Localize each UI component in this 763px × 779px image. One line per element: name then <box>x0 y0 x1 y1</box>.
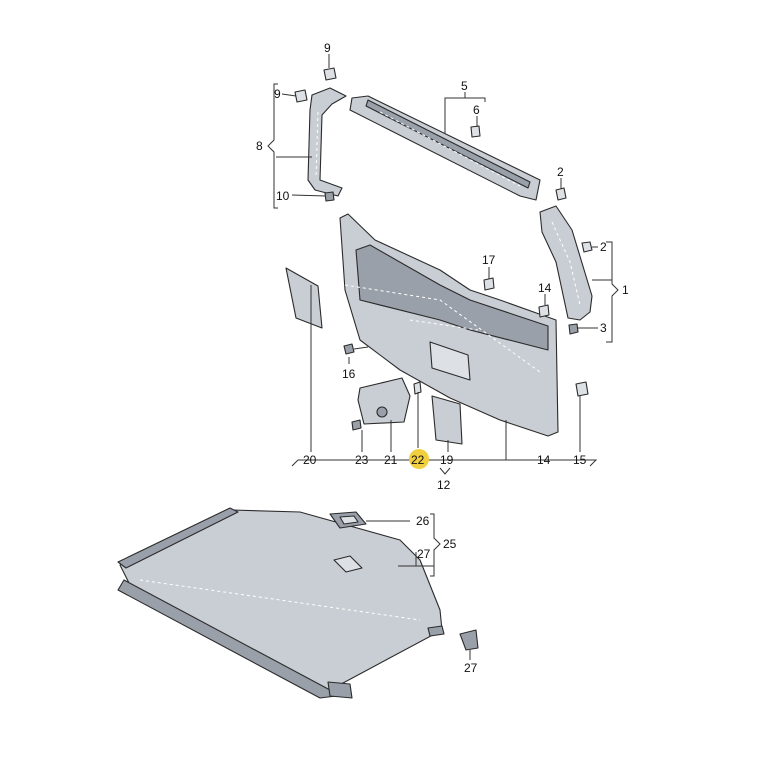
right-pillar-trim <box>539 205 593 321</box>
label-14-bottom: 14 <box>537 453 551 467</box>
label-8: 8 <box>256 139 263 153</box>
label-17: 17 <box>482 253 496 267</box>
label-2-top: 2 <box>557 165 564 179</box>
label-5: 5 <box>461 79 468 93</box>
label-14-top: 14 <box>538 281 552 295</box>
handle-cover <box>357 377 411 425</box>
label-12: 12 <box>437 478 451 492</box>
clip-15 <box>575 381 589 397</box>
label-15: 15 <box>573 453 587 467</box>
label-25: 25 <box>443 537 457 551</box>
label-9-top: 9 <box>324 41 331 55</box>
screw-23 <box>351 419 362 431</box>
left-side-cover <box>285 267 323 329</box>
label-10: 10 <box>276 189 290 203</box>
cover-19 <box>431 395 463 445</box>
clip-10 <box>324 191 335 202</box>
highlight-22 <box>409 449 429 469</box>
label-16: 16 <box>342 367 356 381</box>
bracket-27 <box>459 629 479 651</box>
label-3: 3 <box>600 321 607 335</box>
tailgate-lower-trim-panel <box>339 213 559 437</box>
clip-22 <box>413 381 422 395</box>
luggage-cover <box>117 507 443 699</box>
left-pillar-trim <box>307 87 347 197</box>
screw-16 <box>343 343 369 355</box>
clip-17 <box>483 277 495 291</box>
label-2-side: 2 <box>600 240 607 254</box>
label-27-lower: 27 <box>464 661 478 675</box>
label-6: 6 <box>473 103 480 117</box>
clip-2-top <box>555 187 567 201</box>
tray-26 <box>329 511 367 529</box>
upper-trim-rail <box>349 95 541 201</box>
label-19: 19 <box>440 453 454 467</box>
label-22: 22 <box>411 453 425 467</box>
label-9-left: 9 <box>274 87 281 101</box>
label-1: 1 <box>622 283 629 297</box>
label-20: 20 <box>303 453 317 467</box>
clip-9-left <box>294 89 308 103</box>
clip-14 <box>538 304 550 318</box>
label-27-upper: 27 <box>417 547 431 561</box>
leader-lines <box>267 54 619 660</box>
label-21: 21 <box>384 453 398 467</box>
part-labels: 9 9 8 10 5 6 2 2 1 3 17 14 16 20 23 21 2… <box>256 41 629 675</box>
label-26: 26 <box>416 514 430 528</box>
clip-2-side <box>581 241 593 253</box>
clip-6 <box>470 125 481 138</box>
clip-9-top <box>323 67 337 81</box>
clip-3 <box>568 323 579 335</box>
bracket-27-mount <box>427 625 445 637</box>
label-23: 23 <box>355 453 369 467</box>
